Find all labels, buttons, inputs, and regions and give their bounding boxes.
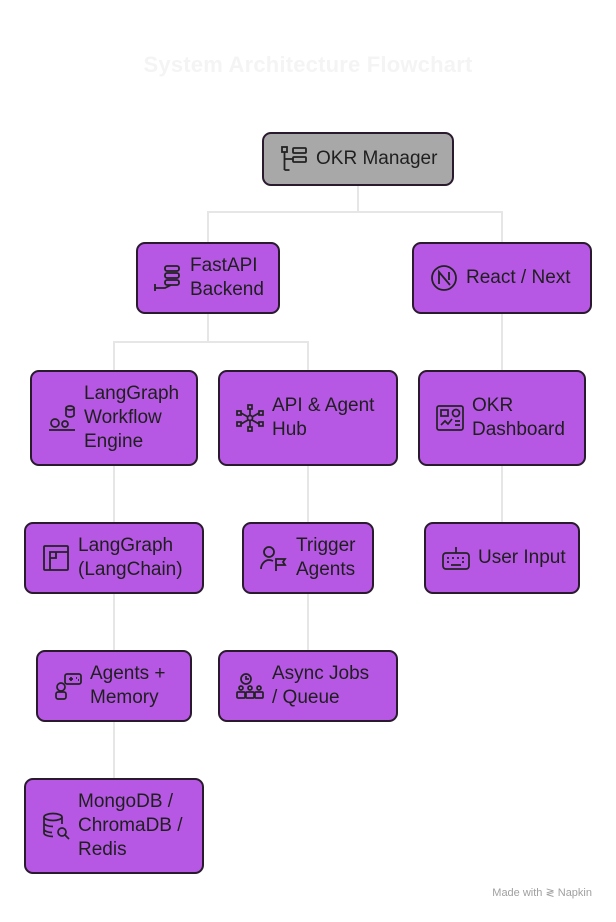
node-langgraph-langchain: LangGraph (LangChain) xyxy=(24,522,204,594)
org-chart-icon xyxy=(278,143,310,175)
node-label: User Input xyxy=(478,547,566,568)
node-databases: MongoDB / ChromaDB / Redis xyxy=(24,778,204,874)
node-label: React / Next xyxy=(466,267,571,288)
frame-icon xyxy=(40,542,72,574)
node-okr-dashboard: OKR Dashboard xyxy=(418,370,586,466)
node-langgraph-workflow-engine: LangGraph Workflow Engine xyxy=(30,370,198,466)
person-flag-icon xyxy=(258,542,290,574)
node-react-next: React / Next xyxy=(412,242,592,314)
node-label: LangGraph (LangChain) xyxy=(78,535,183,580)
node-label: Async Jobs / Queue xyxy=(272,663,370,708)
node-label: Trigger Agents xyxy=(296,535,356,580)
network-hub-icon xyxy=(234,402,266,434)
node-fastapi-backend: FastAPI Backend xyxy=(136,242,280,314)
node-trigger-agents: Trigger Agents xyxy=(242,522,374,594)
gears-database-icon xyxy=(46,402,78,434)
database-search-icon xyxy=(40,810,72,842)
node-label: API & Agent Hub xyxy=(272,395,375,440)
node-okr-manager: OKR Manager xyxy=(262,132,454,186)
edge-fastapi-split xyxy=(113,314,309,370)
node-label: Agents + Memory xyxy=(90,663,166,708)
nextjs-logo-icon xyxy=(428,262,460,294)
node-async-jobs-queue: Async Jobs / Queue xyxy=(218,650,398,722)
node-api-agent-hub: API & Agent Hub xyxy=(218,370,398,466)
node-label: OKR Manager xyxy=(316,148,438,169)
napkin-watermark: Made with ≷ Napkin xyxy=(492,887,592,899)
node-agents-memory: Agents + Memory xyxy=(36,650,192,722)
keyboard-icon xyxy=(440,542,472,574)
dashboard-icon xyxy=(434,402,466,434)
node-label: OKR Dashboard xyxy=(472,395,565,440)
robot-gamepad-icon xyxy=(52,670,84,702)
diagram-title: System Architecture Flowchart xyxy=(143,52,473,77)
node-label: LangGraph Workflow Engine xyxy=(84,383,180,452)
server-hand-icon xyxy=(152,262,184,294)
node-user-input: User Input xyxy=(424,522,580,594)
node-label: FastAPI Backend xyxy=(190,255,264,300)
edge-root-split xyxy=(207,186,503,242)
people-clock-icon xyxy=(234,670,266,702)
node-label: MongoDB / ChromaDB / Redis xyxy=(78,791,183,860)
